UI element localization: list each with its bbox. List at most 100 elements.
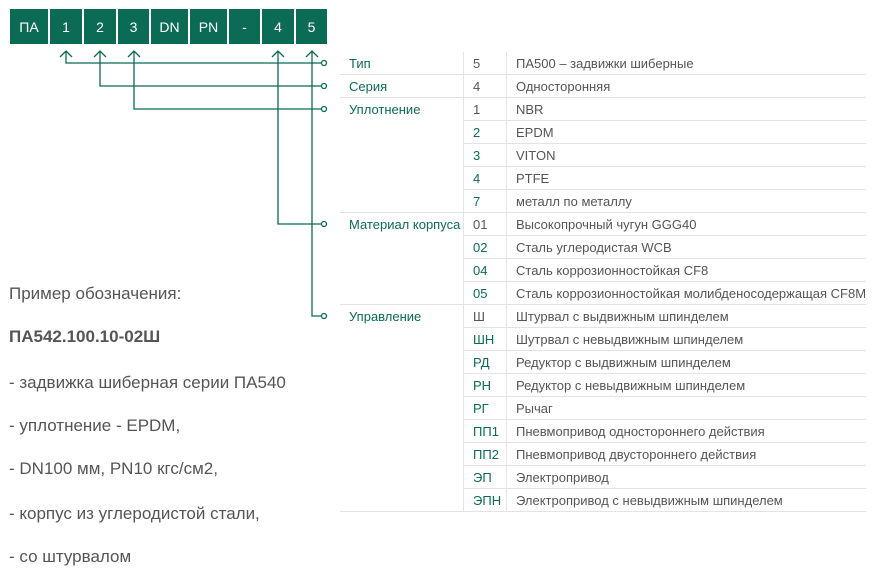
connector-arrow (271, 50, 321, 225)
option-description: Электропривод (506, 465, 867, 489)
group-label (340, 327, 464, 351)
group-label (340, 235, 464, 259)
example-line: - корпус из углеродистой стали, (9, 504, 260, 523)
option-description: Пневмопривод двустороннего действия (506, 442, 867, 466)
option-description: Редуктор с невыдвижным шпинделем (506, 373, 867, 397)
group-label (340, 281, 464, 305)
option-description: Сталь углеродистая WCB (506, 235, 867, 259)
connector-arrow (93, 50, 321, 87)
code-box: ПА (10, 9, 48, 44)
group-label (340, 166, 464, 190)
group-label: Серия (340, 74, 464, 98)
option-code: 02 (463, 235, 507, 259)
option-description: Рычаг (506, 396, 867, 420)
group-label (340, 396, 464, 420)
example-line: - уплотнение - EPDM, (9, 416, 181, 435)
option-code: ШН (463, 327, 507, 351)
code-box: 5 (296, 9, 327, 44)
option-code: РГ (463, 396, 507, 420)
connector-endpoint (320, 105, 328, 113)
option-description: Высокопрочный чугун GGG40 (506, 212, 867, 236)
code-box: PN (190, 9, 227, 44)
option-description: NBR (506, 97, 867, 121)
example-heading: Пример обозначения: (9, 284, 182, 303)
option-code: 4 (463, 166, 507, 190)
group-label (340, 189, 464, 213)
code-box: DN (151, 9, 188, 44)
group-label (340, 258, 464, 282)
example-line: - со штурвалом (9, 547, 132, 566)
group-label (340, 143, 464, 167)
option-description: Сталь коррозионностойкая молибденосодерж… (506, 281, 867, 305)
option-code: 01 (463, 212, 507, 236)
option-code: 05 (463, 281, 507, 305)
option-description: Редуктор с выдвижным шпинделем (506, 350, 867, 374)
option-code: 4 (463, 74, 507, 98)
connector-endpoint (320, 82, 328, 90)
option-description: ПА500 – задвижки шиберные (506, 52, 867, 75)
option-description: Пневмопривод одностороннего действия (506, 419, 867, 443)
group-label (340, 419, 464, 443)
code-box: 1 (50, 9, 82, 44)
option-code: ЭП (463, 465, 507, 489)
option-code: 04 (463, 258, 507, 282)
connector-arrow (127, 50, 321, 110)
example-code: ПА542.100.10-02Ш (9, 327, 161, 346)
option-code: ПП1 (463, 419, 507, 443)
group-label: Управление (340, 304, 464, 328)
option-code: РД (463, 350, 507, 374)
code-box: 2 (84, 9, 116, 44)
option-description: VITON (506, 143, 867, 167)
option-code: Ш (463, 304, 507, 328)
option-description: PTFE (506, 166, 867, 190)
example-line: - DN100 мм, PN10 кгс/см2, (9, 459, 218, 478)
option-description: Односторонняя (506, 74, 867, 98)
option-code: 3 (463, 143, 507, 167)
group-label (340, 350, 464, 374)
group-label: Уплотнение (340, 97, 464, 121)
code-box: 3 (118, 9, 149, 44)
connector-arrow (305, 50, 321, 317)
option-code: 5 (463, 52, 507, 75)
group-label (340, 373, 464, 397)
option-code: 7 (463, 189, 507, 213)
example-line: - задвижка шиберная серии ПА540 (9, 373, 286, 392)
group-label (340, 442, 464, 466)
option-description: EPDM (506, 120, 867, 144)
option-description: Штурвал с выдвижным шпинделем (506, 304, 867, 328)
option-code: ЭПН (463, 488, 507, 512)
code-box: 4 (262, 9, 294, 44)
group-label: Тип (340, 52, 464, 75)
option-code: ПП2 (463, 442, 507, 466)
option-description: металл по металлу (506, 189, 867, 213)
connector-endpoint (320, 312, 328, 320)
connector-arrow (59, 50, 321, 64)
option-description: Электропривод с невыдвижным шпинделем (506, 488, 867, 512)
group-label: Материал корпуса (340, 212, 464, 236)
group-label (340, 465, 464, 489)
group-label (340, 120, 464, 144)
option-code: 2 (463, 120, 507, 144)
